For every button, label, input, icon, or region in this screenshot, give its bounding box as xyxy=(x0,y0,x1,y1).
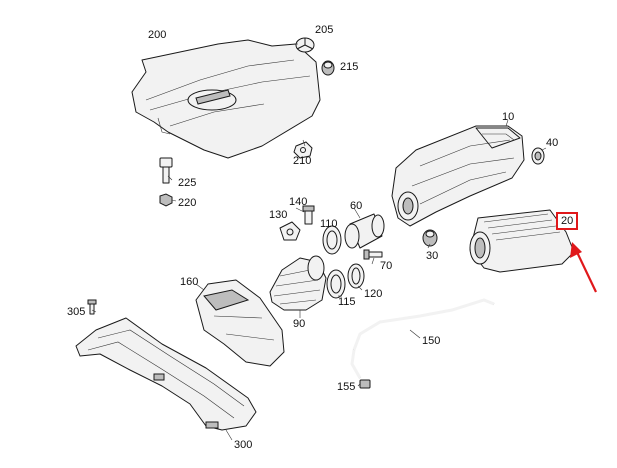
label-300: 300 xyxy=(234,439,253,451)
air-filter-element xyxy=(469,209,575,273)
label-60: 60 xyxy=(350,200,363,212)
screw-140 xyxy=(302,205,315,225)
label-130: 130 xyxy=(269,209,288,221)
label-90: 90 xyxy=(293,318,306,330)
sealing-ring-115 xyxy=(326,269,346,299)
rubber-mount-30 xyxy=(422,229,438,247)
label-205: 205 xyxy=(315,24,334,36)
intake-duct-160 xyxy=(195,279,285,367)
highlight-arrow xyxy=(570,242,597,293)
intake-hose-90 xyxy=(269,255,327,311)
emblem-star xyxy=(295,37,315,53)
label-215: 215 xyxy=(340,61,359,73)
label-155: 155 xyxy=(337,381,356,393)
label-40: 40 xyxy=(546,137,559,149)
clip-155 xyxy=(359,379,371,389)
label-200: 200 xyxy=(148,29,167,41)
air-mass-sensor xyxy=(344,213,385,249)
label-115: 115 xyxy=(338,296,356,308)
label-70: 70 xyxy=(380,260,393,272)
label-225: 225 xyxy=(178,177,197,189)
label-150: 150 xyxy=(422,335,441,347)
bracket-130 xyxy=(279,221,301,241)
label-110: 110 xyxy=(320,218,338,230)
screw-70 xyxy=(363,249,383,260)
label-120: 120 xyxy=(364,288,383,300)
nut-220 xyxy=(159,193,173,207)
clamp-120 xyxy=(347,263,365,289)
grommet xyxy=(321,60,335,76)
label-305: 305 xyxy=(67,306,86,318)
label-160: 160 xyxy=(180,276,199,288)
label-10: 10 xyxy=(502,111,515,123)
engine-cover xyxy=(131,39,321,159)
label-30: 30 xyxy=(426,250,439,262)
screw-305 xyxy=(87,299,97,315)
sealing-ring-110 xyxy=(322,225,342,255)
leader-lines xyxy=(91,43,547,441)
label-140: 140 xyxy=(289,196,308,208)
clamp-40 xyxy=(531,147,545,165)
cross-member-300 xyxy=(75,317,257,431)
air-filter-housing xyxy=(391,125,525,227)
cover-nut xyxy=(293,141,313,159)
label-210: 210 xyxy=(293,155,312,167)
bolt-225 xyxy=(159,157,173,184)
label-20-highlighted: 20 xyxy=(556,212,579,230)
vent-hose-150 xyxy=(350,298,495,379)
label-220: 220 xyxy=(178,197,197,209)
